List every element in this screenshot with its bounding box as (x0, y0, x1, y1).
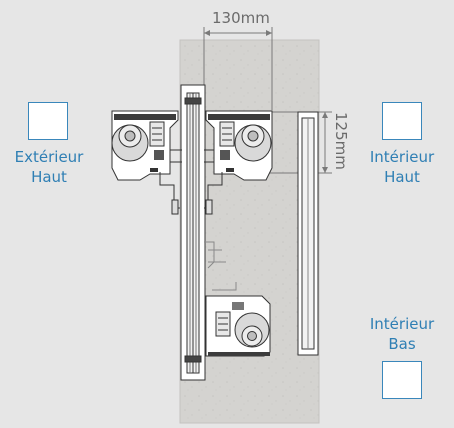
interior-low-label-line2: Bas (388, 335, 416, 353)
bracket-right (204, 172, 223, 215)
exterior-high-label-line2: Haut (31, 168, 67, 186)
exterior-high-marker (28, 102, 68, 140)
motor-unit-interior-high (204, 110, 273, 181)
interior-high-label: Intérieur Haut (356, 147, 448, 187)
interior-high-marker (382, 102, 422, 140)
motor-unit-exterior-high (111, 110, 182, 181)
interior-low-label: Intérieur Bas (356, 314, 448, 354)
interior-low-marker (382, 361, 422, 399)
width-dimension-label: 130mm (212, 9, 270, 27)
interior-high-label-line2: Haut (384, 168, 420, 186)
guide-rail (180, 84, 206, 381)
window-frame (297, 111, 319, 356)
exterior-high-label: Extérieur Haut (6, 147, 92, 187)
motor-housing-interior-low (205, 295, 271, 357)
motor-unit-interior-low (204, 241, 237, 291)
height-dimension-label: 125mm (332, 112, 350, 170)
bracket-left (159, 172, 180, 215)
interior-high-label-line1: Intérieur (369, 148, 435, 166)
exterior-high-label-line1: Extérieur (14, 148, 84, 166)
interior-low-label-line1: Intérieur (369, 315, 435, 333)
